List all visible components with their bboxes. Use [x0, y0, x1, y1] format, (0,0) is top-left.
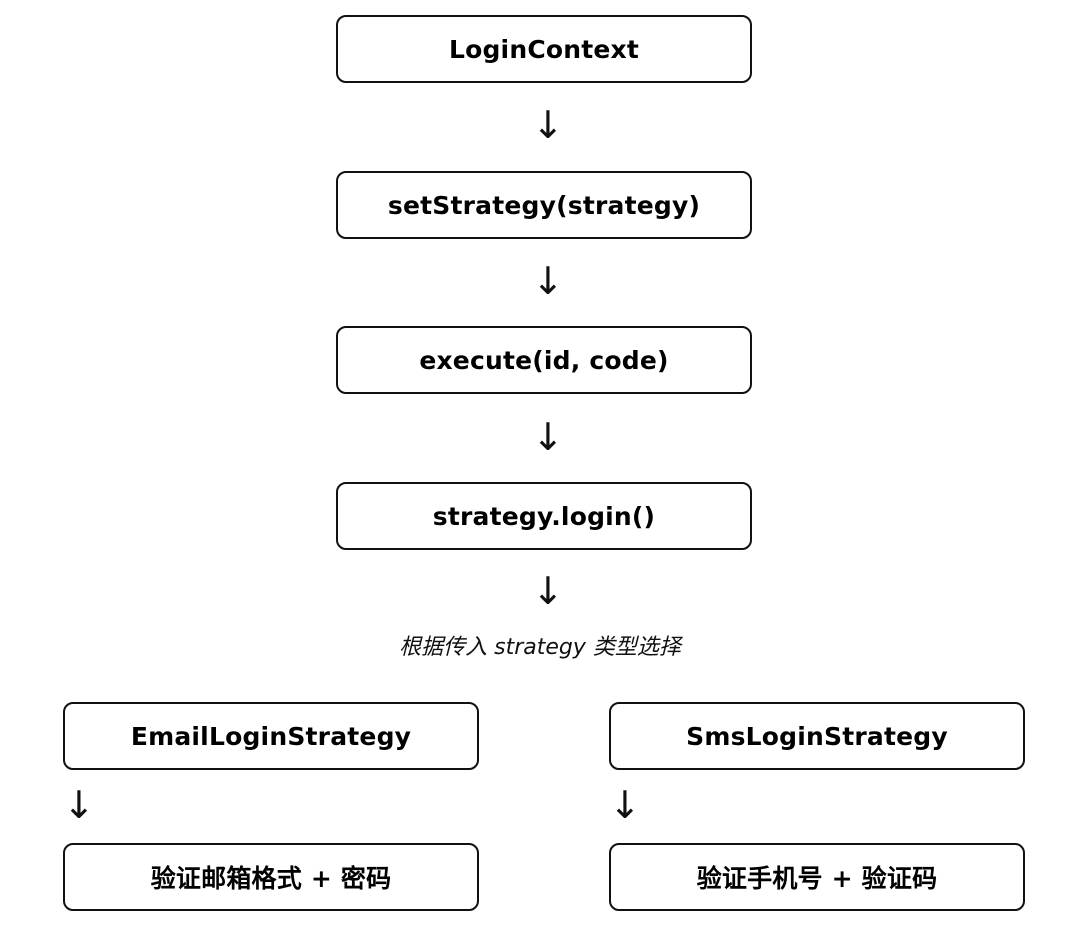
execute-node: execute(id, code): [336, 326, 752, 394]
flow-arrow-4: ↓: [532, 569, 564, 613]
email-branch-arrow: ↓: [63, 783, 95, 827]
login-context-node: LoginContext: [336, 15, 752, 83]
set-strategy-node: setStrategy(strategy): [336, 171, 752, 239]
selection-note: 根据传入 strategy 类型选择: [399, 635, 681, 660]
flow-arrow-3: ↓: [532, 415, 564, 459]
strategy-login-node: strategy.login(): [336, 482, 752, 550]
sms-branch-arrow: ↓: [609, 783, 641, 827]
email-verification-node: 验证邮箱格式 + 密码: [63, 843, 479, 911]
email-login-strategy-node: EmailLoginStrategy: [63, 702, 479, 770]
sms-login-strategy-node: SmsLoginStrategy: [609, 702, 1025, 770]
sms-verification-node: 验证手机号 + 验证码: [609, 843, 1025, 911]
flow-arrow-1: ↓: [532, 103, 564, 147]
flow-arrow-2: ↓: [532, 259, 564, 303]
